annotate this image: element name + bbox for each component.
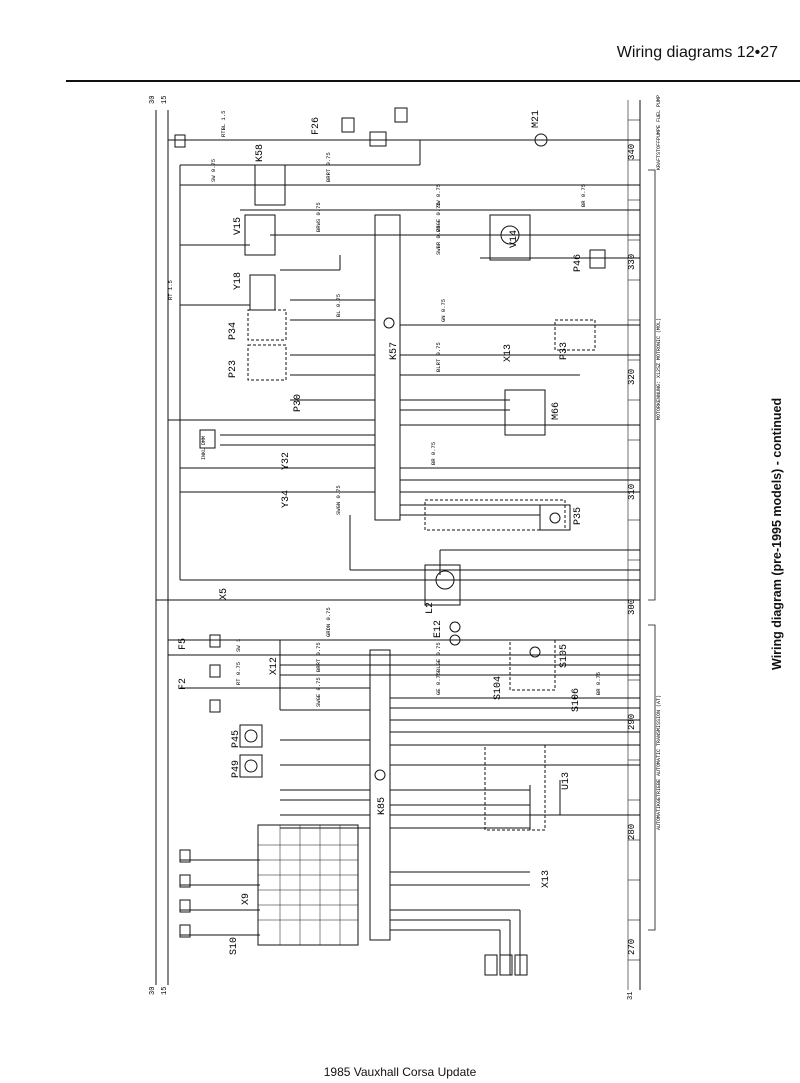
bus-number-310: 310 xyxy=(627,484,637,500)
rail-label-15-bottom: 15 xyxy=(161,987,169,995)
label-x13-bottom: X13 xyxy=(541,870,552,888)
label-y18: Y18 xyxy=(233,272,244,290)
wire-label: SW 0.75 xyxy=(435,184,442,207)
bus-number-280: 280 xyxy=(627,824,637,840)
label-k57: K57 xyxy=(389,342,400,360)
wire-label: GN 0.75 xyxy=(440,299,447,322)
header-rule xyxy=(66,80,800,82)
wire-label: RT 1.5 xyxy=(167,280,174,300)
label-y34: Y34 xyxy=(281,490,292,508)
label-f5: F5 xyxy=(178,638,189,650)
group-label-automatic: AUTOMATIKGETRIEBE AUTOMATIC TRANSMISSION… xyxy=(656,695,662,830)
label-y32: Y32 xyxy=(281,452,292,470)
label-p35: P35 xyxy=(573,507,584,525)
wire-label: BR 0.75 xyxy=(580,184,587,207)
label-v15: V15 xyxy=(233,217,244,235)
ecu-k57-box xyxy=(374,214,401,521)
label-p46: P46 xyxy=(573,254,584,272)
label-p33: P33 xyxy=(559,342,570,360)
ecu-k85-box xyxy=(369,649,391,941)
page-header-title: Wiring diagrams xyxy=(616,44,733,61)
label-l2: L2 xyxy=(425,602,436,614)
wire-label: SW 1 xyxy=(235,638,242,652)
label-s106: S106 xyxy=(571,688,582,712)
label-s104: S104 xyxy=(493,676,504,700)
label-k85: K85 xyxy=(377,797,388,815)
label-x9: X9 xyxy=(241,893,252,905)
wire-label: SWBR 0.75 xyxy=(435,225,442,255)
label-p30: P30 xyxy=(293,394,304,412)
label-p49: P49 xyxy=(231,760,242,778)
wire-label: BLGE 0.75 xyxy=(435,642,442,672)
rail-label-30-bottom: 30 xyxy=(149,987,157,995)
rail-label-31: 31 xyxy=(627,992,635,1000)
wire-label: GRDN 0.75 xyxy=(325,607,332,637)
wire-label: BRRT 0.75 xyxy=(315,642,322,672)
label-u13: U13 xyxy=(561,772,572,790)
wire-label: BRWS 0.75 xyxy=(315,202,322,232)
label-x13-top: X13 xyxy=(503,344,514,362)
wire-label: GE 0.75 xyxy=(435,672,442,695)
label-s105: S105 xyxy=(559,644,570,668)
label-v14: V14 xyxy=(509,230,520,248)
label-m21: M21 xyxy=(531,110,542,128)
wire-label: BL 0.75 xyxy=(335,294,342,317)
label-x12: X12 xyxy=(269,657,280,675)
page-number: 12•27 xyxy=(736,44,778,61)
wire-label: SW 0.75 xyxy=(210,159,217,182)
wire-label: BRRT 0.75 xyxy=(325,152,332,182)
label-inkl-dmm: INKL DMM xyxy=(201,436,207,460)
wire-label: SWGN 0.75 xyxy=(335,485,342,515)
wire-label: RT 0.75 xyxy=(235,662,242,685)
diagram-caption-text: Wiring diagram (pre-1995 models) - conti… xyxy=(770,397,784,670)
bus-number-290: 290 xyxy=(627,714,637,730)
group-label-motor: MOTORKENNUNG: X12SZ MOTRONIC (MOL) xyxy=(656,318,662,420)
label-f26: F26 xyxy=(311,117,322,135)
page-footer-text: 1985 Vauxhall Corsa Update xyxy=(323,1065,477,1079)
label-m66: M66 xyxy=(551,402,562,420)
wire-label: BRGE 0.75 xyxy=(435,202,442,232)
label-p34: P34 xyxy=(228,322,239,340)
label-f2: F2 xyxy=(178,678,189,690)
bus-number-270: 270 xyxy=(627,939,637,955)
wire-label: SWGE 0.75 xyxy=(315,677,322,707)
rail-label-15-top: 15 xyxy=(161,96,169,104)
label-k58: K58 xyxy=(255,144,266,162)
wire-label: BR 0.75 xyxy=(430,442,437,465)
bus-number-300: 300 xyxy=(627,599,637,615)
wire-label: BLRT 0.75 xyxy=(435,342,442,372)
bus-number-320: 320 xyxy=(627,369,637,385)
bus-number-340: 340 xyxy=(627,144,637,160)
label-s10: S10 xyxy=(229,937,240,955)
rail-label-30-top: 30 xyxy=(149,96,157,104)
label-x5: X5 xyxy=(219,588,230,600)
label-p45: P45 xyxy=(231,730,242,748)
group-label-fuel-pump: KRAFTSTOFFPUMPE FUEL PUMP xyxy=(656,95,662,170)
wire-label: BR 0.75 xyxy=(595,672,602,695)
label-p23: P23 xyxy=(228,360,239,378)
label-e12: E12 xyxy=(433,620,444,638)
bus-number-330: 330 xyxy=(627,254,637,270)
page-header: Wiring diagrams 12•27 xyxy=(617,44,778,62)
wire-label: RTBL 1.5 xyxy=(220,111,227,137)
page-footer: 1985 Vauxhall Corsa Update xyxy=(0,1065,800,1079)
